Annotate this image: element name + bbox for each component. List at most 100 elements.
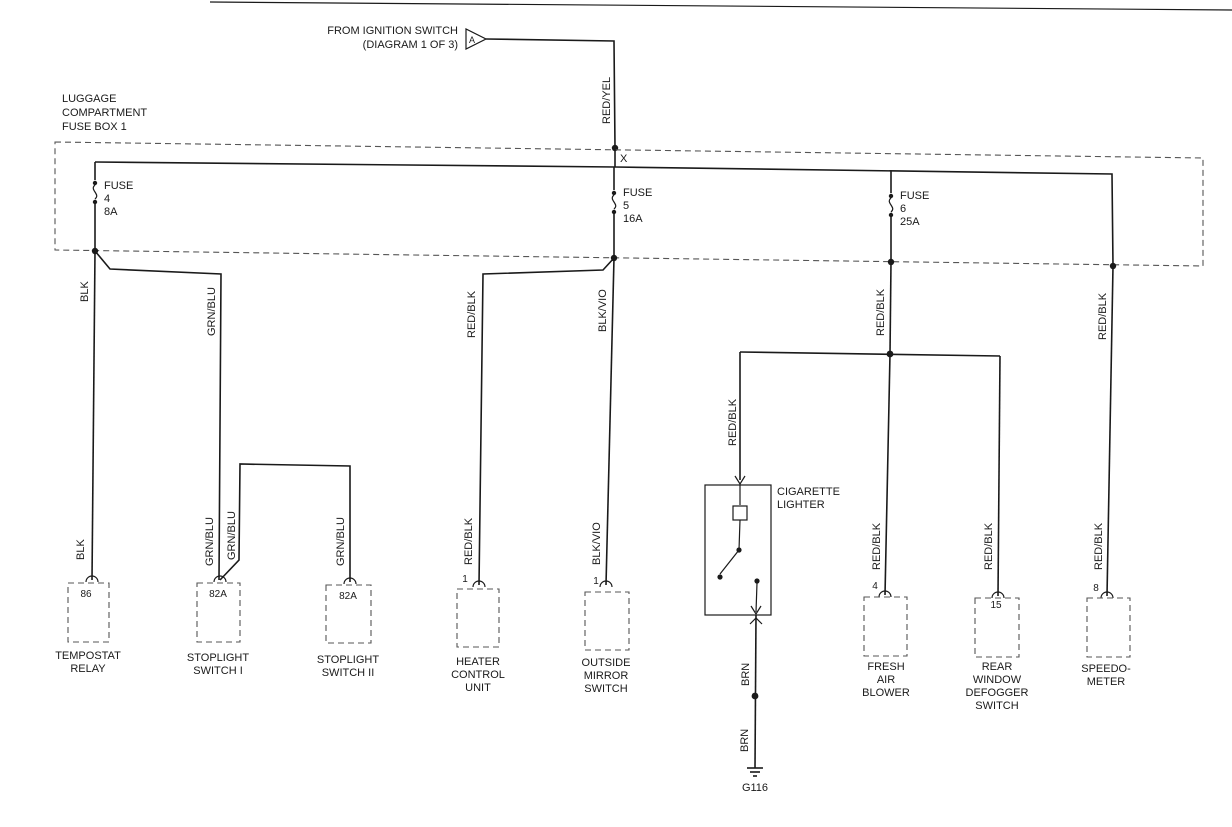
blk-wire-tempostat (91, 250, 96, 581)
fuse-6-label: FUSE (900, 190, 929, 202)
fuse-6-rating: 25A (900, 216, 920, 228)
tempostat-relay-label-line2: RELAY (70, 663, 106, 675)
wire-label-red-blk-fuse6: RED/BLK (875, 288, 887, 336)
wire-label-red-blk-speedo-lower: RED/BLK (1093, 522, 1105, 570)
blk-vio-wire-mirror (605, 257, 615, 586)
fuse-5-rating: 16A (623, 213, 643, 225)
outside-mirror-switch-label-line1: OUTSIDE (582, 657, 631, 669)
lighter-contact-2 (717, 574, 723, 580)
rear-defogger-switch-label-line1: REAR (982, 661, 1013, 673)
lighter-switch-arm (719, 549, 740, 575)
wire-label-grn-blu-stoplight-i: GRN/BLU (204, 517, 216, 566)
heater-control-unit-box (456, 588, 500, 648)
splice-x-label: X (620, 153, 628, 165)
wire-label-brn-upper: BRN (740, 663, 752, 686)
fuse-5 (611, 190, 617, 258)
wire-label-brn-lower: BRN (739, 729, 751, 752)
rear-defogger-switch-label-line2: WINDOW (973, 674, 1022, 686)
grn-blu-jumper-stoplight-ii (219, 463, 351, 582)
wire-label-blk-upper: BLK (79, 281, 91, 302)
rear-defogger-switch-pin: 15 (990, 600, 1002, 611)
ground-icon (747, 767, 763, 777)
wire-label-red-blk-blower: RED/BLK (871, 522, 883, 570)
page-edge-line (209, 1, 1232, 11)
brn-splice-point (751, 692, 759, 700)
lighter-label-line1: CIGARETTE (777, 486, 840, 498)
source-label-line2: (DIAGRAM 1 OF 3) (363, 39, 458, 51)
fuse-4-rating: 8A (104, 206, 118, 218)
stoplight-switch-i-label-line2: SWITCH I (193, 665, 243, 677)
outside-mirror-switch-label-line3: SWITCH (584, 683, 627, 695)
red-yel-feed-wire (485, 38, 616, 149)
stoplight-switch-i-box (196, 582, 241, 643)
grn-blu-wire-stoplight-i (94, 250, 222, 581)
red-blk-wire-blower (884, 353, 891, 596)
lighter-bottom-chevron (750, 605, 762, 616)
stoplight-switch-ii-box (325, 584, 372, 644)
tempostat-relay-pin: 86 (80, 589, 92, 600)
fuse6-distribution-bar (739, 351, 1001, 357)
fresh-air-blower-pin: 4 (872, 581, 878, 592)
fuse-5-label: FUSE (623, 187, 652, 199)
fuse-4-number: 4 (104, 193, 110, 205)
outside-mirror-switch-box (584, 591, 630, 651)
wire-label-blk-vio-upper: BLK/VIO (597, 289, 609, 332)
speedometer-label-line2: METER (1087, 676, 1126, 688)
tempostat-relay-box (67, 582, 110, 643)
fuse-6 (888, 193, 894, 262)
fuse-6-number: 6 (900, 203, 906, 215)
rear-defogger-switch-label-line4: SWITCH (975, 700, 1018, 712)
wire-label-grn-blu-upper: GRN/BLU (206, 287, 218, 336)
heater-control-unit-label-line3: UNIT (465, 682, 491, 694)
heater-control-unit-label-line1: HEATER (456, 656, 500, 668)
stoplight-switch-ii-label-line2: SWITCH II (322, 667, 375, 679)
wire-label-blk-vio-lower: BLK/VIO (591, 522, 603, 565)
red-blk-wire-fuse6 (889, 261, 892, 355)
fusebox-label-line1: LUGGAGE (62, 93, 116, 105)
fuse-bus (94, 161, 1114, 267)
lighter-contact-3 (754, 578, 760, 584)
fresh-air-blower-label-line3: BLOWER (862, 687, 910, 699)
heater-control-unit-pin: 1 (462, 574, 468, 585)
rear-defogger-switch-label-line3: DEFOGGER (966, 687, 1029, 699)
fusebox-label-line3: FUSE BOX 1 (62, 121, 127, 133)
outside-mirror-switch-pin: 1 (593, 576, 599, 587)
wire-label-red-blk-defogger: RED/BLK (983, 522, 995, 570)
speedometer-pin: 8 (1093, 583, 1099, 594)
speedometer-box (1086, 597, 1131, 658)
red-blk-wire-heater (478, 257, 615, 586)
rear-defogger-switch-box (974, 597, 1020, 658)
fuse-4-label: FUSE (104, 180, 133, 192)
lighter-element-icon (732, 505, 748, 521)
wire-label-red-blk-heater-upper: RED/BLK (466, 290, 478, 338)
cigarette-lighter-box (704, 484, 772, 616)
outside-mirror-switch-label-line2: MIRROR (584, 670, 629, 682)
wire-label-grn-blu-stoplight-ii: GRN/BLU (335, 517, 347, 566)
fresh-air-blower-label-line1: FRESH (867, 661, 904, 673)
speedometer-label-line1: SPEEDO- (1081, 663, 1131, 675)
connector-a-label: A (469, 35, 475, 45)
stoplight-switch-i-pin: 82A (209, 589, 227, 600)
wire-label-red-yel: RED/YEL (601, 77, 613, 124)
fresh-air-blower-box (863, 596, 908, 657)
fusebox-label-line2: COMPARTMENT (62, 107, 147, 119)
source-label-line1: FROM IGNITION SWITCH (327, 25, 458, 37)
red-blk-wire-speedometer (1106, 265, 1114, 597)
fresh-air-blower-label-line2: AIR (877, 674, 895, 686)
stoplight-switch-ii-label-line1: STOPLIGHT (317, 654, 379, 666)
heater-control-unit-label-line2: CONTROL (451, 669, 505, 681)
wire-label-red-blk-speedo-upper: RED/BLK (1097, 292, 1109, 340)
brn-ground-wire (754, 614, 757, 769)
fuse-5-number: 5 (623, 200, 629, 212)
wire-label-blk-lower: BLK (75, 539, 87, 560)
ground-label: G116 (742, 782, 768, 794)
wire-label-red-blk-lighter: RED/BLK (727, 398, 739, 446)
wire-label-grn-blu-jumper: GRN/BLU (226, 511, 238, 560)
red-blk-wire-defogger (997, 355, 1001, 597)
wire-label-red-blk-heater-lower: RED/BLK (463, 517, 475, 565)
lighter-label-line2: LIGHTER (777, 499, 825, 511)
stoplight-switch-ii-pin: 82A (339, 591, 357, 602)
fuse-4 (92, 180, 98, 251)
stoplight-switch-i-label-line1: STOPLIGHT (187, 652, 249, 664)
